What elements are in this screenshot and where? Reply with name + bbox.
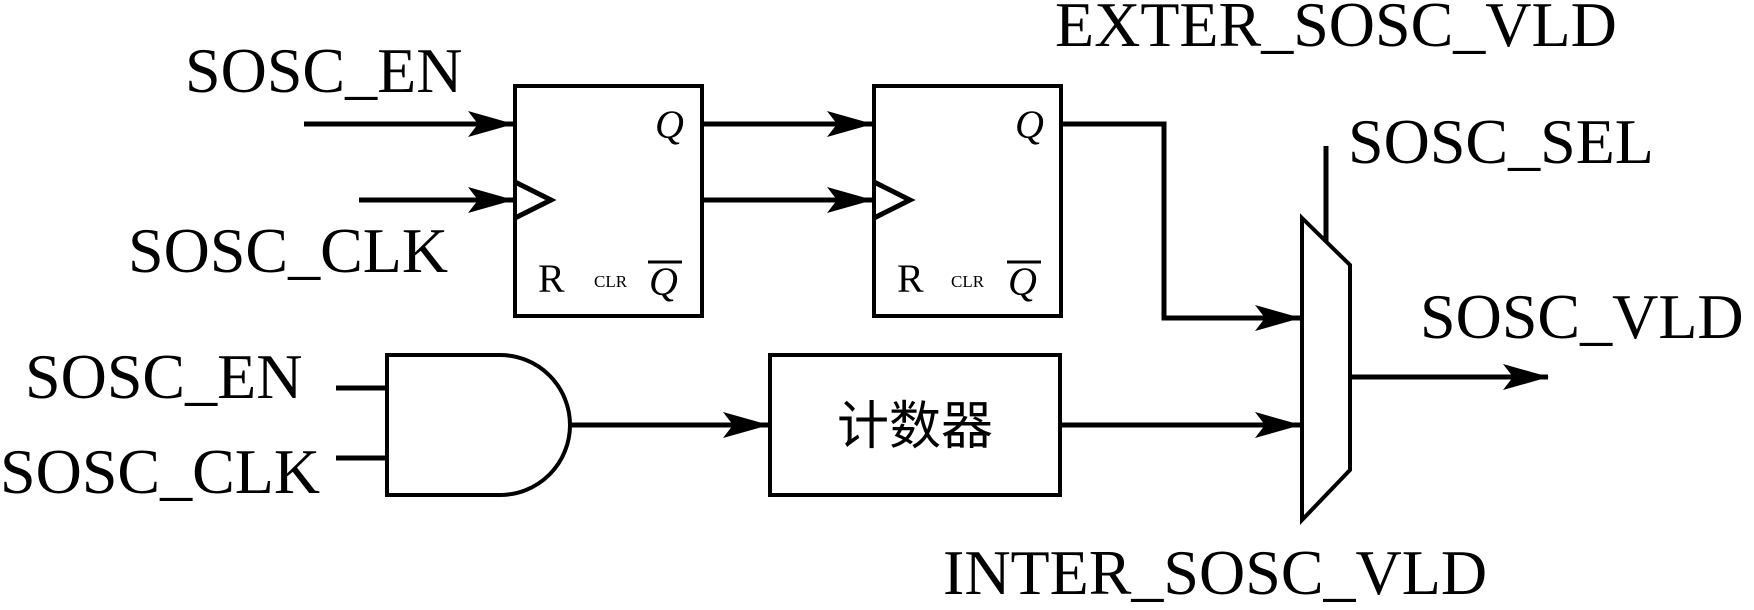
multiplexer <box>1300 213 1352 525</box>
and-gate <box>385 353 572 497</box>
label-ff1-sosc-en: SOSC_EN <box>185 35 462 106</box>
flipflop-1-q-label: Q <box>655 102 684 147</box>
flipflop-2-qbar-label: Q <box>1008 259 1037 304</box>
flipflop-2: Q R CLR Q <box>872 84 1063 318</box>
label-exter-sosc-vld: EXTER_SOSC_VLD <box>1055 0 1617 60</box>
flipflop-1-clock-triangle <box>513 179 557 221</box>
label-gate-sosc-en: SOSC_EN <box>25 341 302 412</box>
flipflop-1: Q R CLR Q <box>513 84 704 318</box>
label-gate-sosc-clk: SOSC_CLK <box>0 436 320 507</box>
counter-label: 计数器 <box>837 397 993 457</box>
wire-exter-vld-to-mux <box>1061 121 1301 331</box>
label-sosc-vld: SOSC_VLD <box>1420 281 1744 352</box>
mux-body <box>1300 213 1352 525</box>
flipflop-1-qbar-label: Q <box>649 259 678 304</box>
flipflop-2-clock-triangle <box>872 179 916 221</box>
and-gate-body <box>385 353 572 497</box>
flipflop-1-r-label: R <box>538 256 565 301</box>
flipflop-2-clr-label: CLR <box>951 272 985 291</box>
label-sosc-sel: SOSC_SEL <box>1348 106 1654 177</box>
label-ff1-sosc-clk: SOSC_CLK <box>128 215 448 286</box>
counter-block: 计数器 <box>768 353 1062 497</box>
label-inter-sosc-vld: INTER_SOSC_VLD <box>943 537 1487 608</box>
flipflop-2-r-label: R <box>897 256 924 301</box>
flipflop-1-clr-label: CLR <box>594 272 628 291</box>
flipflop-2-q-label: Q <box>1015 102 1044 147</box>
